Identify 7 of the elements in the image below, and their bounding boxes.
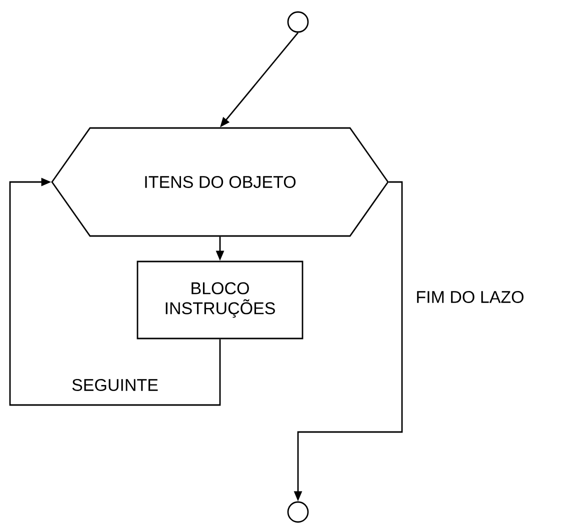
loop-hexagon: ITENS DO OBJETO [51,127,389,237]
arrow [9,178,221,406]
process-box: BLOCO INSTRUÇÕES [136,260,304,340]
edge-label: FIM DO LAZO [414,290,526,304]
terminal-circle [287,11,309,33]
terminal-circle [287,501,309,523]
edge-label: SEGUINTE [70,378,160,392]
